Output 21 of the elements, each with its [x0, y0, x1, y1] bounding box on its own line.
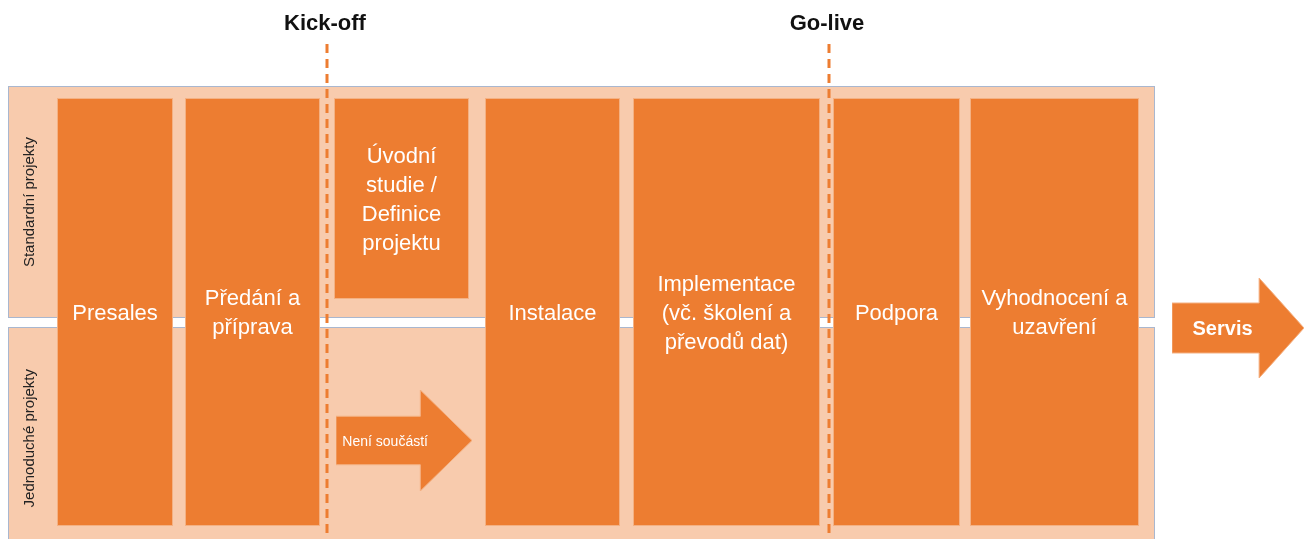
milestone-label: Kick-off [284, 10, 366, 36]
lane-label: Standardní projekty [19, 136, 37, 268]
phase-label: Instalace [507, 298, 598, 327]
milestone-label: Go-live [789, 10, 865, 36]
phase-label: Implementace (vč. školení a převodů dat) [656, 269, 797, 356]
phase-label: Předání a příprava [203, 284, 302, 341]
phase-box [633, 98, 820, 526]
phase-label: Presales [71, 298, 159, 327]
lane-label: Jednoduché projekty [19, 368, 37, 508]
phase-label: Podpora [853, 298, 940, 327]
phase-box [334, 98, 469, 299]
phase-box [970, 98, 1139, 526]
phase-box [485, 98, 620, 526]
block-arrow [336, 390, 472, 491]
phase-box [57, 98, 173, 526]
phase-label: Úvodní studie / Definice projektu [360, 141, 443, 257]
phase-label: Vyhodnocení a uzavření [980, 284, 1129, 341]
edge-label: Není součástí [341, 431, 429, 451]
arrow-label: Servis [1191, 316, 1254, 341]
phase-box [185, 98, 320, 526]
phase-box [833, 98, 960, 526]
